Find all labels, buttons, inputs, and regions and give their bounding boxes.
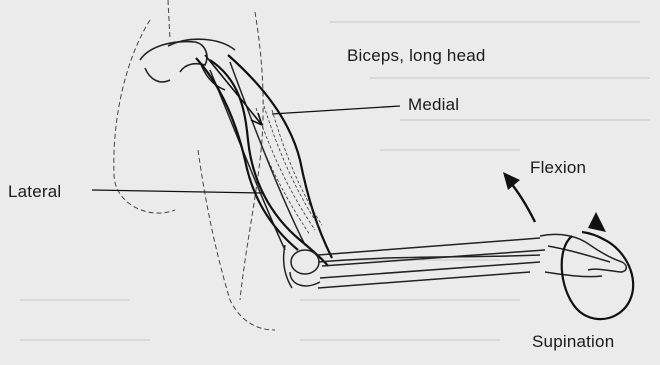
scapula [140, 39, 235, 90]
supination-arrow [562, 212, 633, 319]
flexion-label: Flexion [530, 158, 586, 178]
medial-leader [272, 106, 400, 114]
biceps-muscle [196, 55, 332, 266]
body-outline [114, 0, 275, 330]
lateral-leader [92, 190, 262, 193]
background-texture [20, 22, 650, 340]
muscle-fibres [248, 106, 322, 235]
biceps-long-head-label: Biceps, long head [347, 46, 486, 66]
forearm [318, 238, 545, 288]
supination-label: Supination [532, 332, 614, 352]
tendon-lines [205, 55, 262, 125]
medial-label: Medial [408, 95, 459, 115]
lateral-label: Lateral [8, 182, 61, 202]
hand [540, 234, 626, 276]
flexion-arrow [503, 172, 535, 222]
